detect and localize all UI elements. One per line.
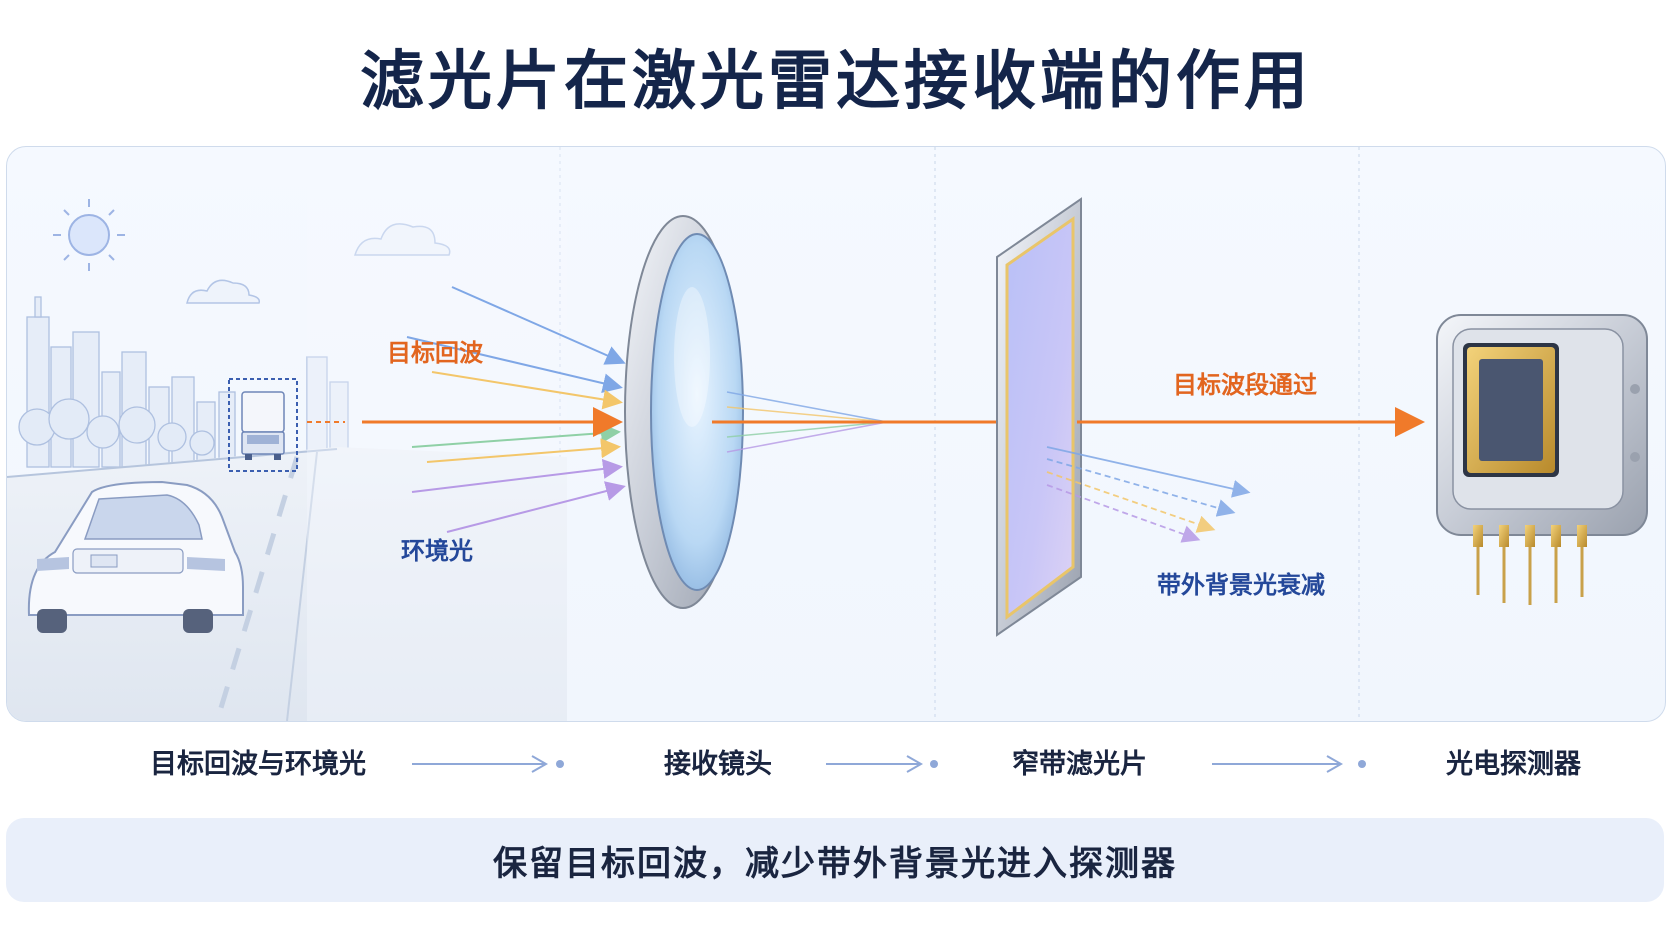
cloud-icon (186, 279, 261, 304)
label-target-echo: 目标回波 (387, 339, 483, 367)
car-icon (27, 480, 244, 633)
step-label-1: 目标回波与环境光 (150, 749, 366, 780)
city-skyline (26, 296, 349, 468)
label-band-pass: 目标波段通过 (1173, 371, 1317, 399)
narrowband-filter (996, 197, 1082, 637)
label-out-of-band: 带外背景光衰减 (1157, 571, 1325, 599)
step-label-3: 窄带滤光片 (1012, 749, 1147, 780)
summary-bar: 保留目标回波，减少带外背景光进入探测器 (6, 818, 1664, 902)
flow-arrow-icon (826, 755, 938, 773)
sun-icon (53, 199, 125, 271)
diagram-panel: 目标回波 环境光 目标波段通过 带外背景光衰减 (6, 146, 1666, 722)
cloud-icon (353, 223, 451, 256)
trees (18, 398, 215, 456)
photodetector (1436, 314, 1648, 605)
label-ambient-light: 环境光 (401, 537, 473, 565)
page-title: 滤光片在激光雷达接收端的作用 (360, 45, 1312, 119)
step-label-4: 光电探测器 (1446, 749, 1581, 780)
step-label-2: 接收镜头 (664, 749, 772, 780)
flow-arrow-icon (412, 755, 564, 773)
receiver-lens (624, 215, 744, 609)
truck-icon (241, 391, 285, 460)
target-detection-box (228, 378, 298, 472)
flow-arrow-icon (1212, 755, 1366, 773)
diagram-illustration (7, 147, 1648, 721)
summary-text: 保留目标回波，减少带外背景光进入探测器 (493, 843, 1177, 884)
